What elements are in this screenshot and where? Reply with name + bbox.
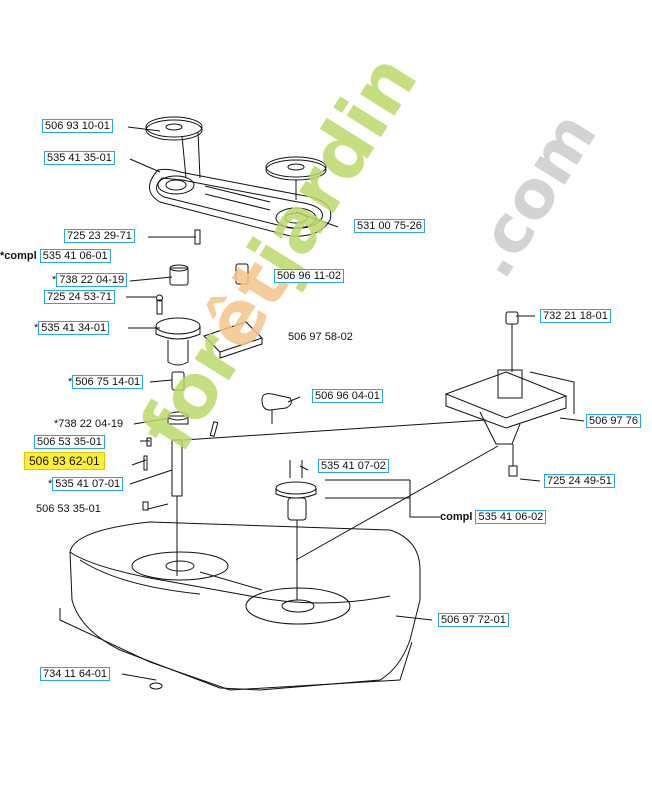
star-marker-l6: *: [52, 274, 57, 286]
part-label-506961102[interactable]: 506 96 11-02: [274, 269, 345, 283]
part-label-725244951[interactable]: 725 24 49-51: [544, 474, 615, 488]
part-label-506975802[interactable]: 506 97 58-02: [288, 331, 353, 343]
part-label-506533501-lower[interactable]: 506 53 35-01: [36, 503, 101, 515]
part-label-738220419[interactable]: 738 22 04-19: [56, 273, 128, 287]
part-label-506977201[interactable]: 506 97 72-01: [438, 613, 509, 627]
compl-prefix-2: compl: [440, 511, 473, 523]
part-label-734116401[interactable]: 734 11 64-01: [40, 667, 111, 681]
part-label-535410702[interactable]: 535 41 07-02: [318, 459, 389, 473]
part-label-5069776[interactable]: 506 97 76: [586, 414, 641, 428]
part-label-535413401[interactable]: 535 41 34-01: [38, 321, 110, 335]
part-label-535410601[interactable]: 535 41 06-01: [39, 249, 111, 263]
compl-prefix-1: *compl: [0, 250, 37, 262]
star-marker-l16: *: [48, 478, 53, 490]
part-label-506533501[interactable]: 506 53 35-01: [34, 435, 105, 449]
part-label-506931001[interactable]: 506 93 10-01: [42, 119, 113, 133]
part-label-531007526[interactable]: 531 00 75-26: [354, 219, 425, 233]
part-label-738220419-star[interactable]: *738 22 04-19: [54, 418, 124, 430]
part-label-725232971[interactable]: 725 23 29-71: [64, 229, 135, 243]
star-marker-l11: *: [68, 376, 73, 388]
part-label-535410701[interactable]: 535 41 07-01: [52, 477, 124, 491]
part-label-725245371[interactable]: 725 24 53-71: [44, 290, 115, 304]
part-label-732211801[interactable]: 732 21 18-01: [540, 309, 611, 323]
part-label-506960401[interactable]: 506 96 04-01: [312, 389, 383, 403]
part-label-506936201-highlighted[interactable]: 506 93 62-01: [24, 452, 105, 470]
star-marker-l9: *: [34, 322, 39, 334]
part-label-535410602[interactable]: 535 41 06-02: [475, 510, 547, 524]
part-label-506751401[interactable]: 506 75 14-01: [72, 375, 144, 389]
part-label-535413501[interactable]: 535 41 35-01: [44, 151, 115, 165]
